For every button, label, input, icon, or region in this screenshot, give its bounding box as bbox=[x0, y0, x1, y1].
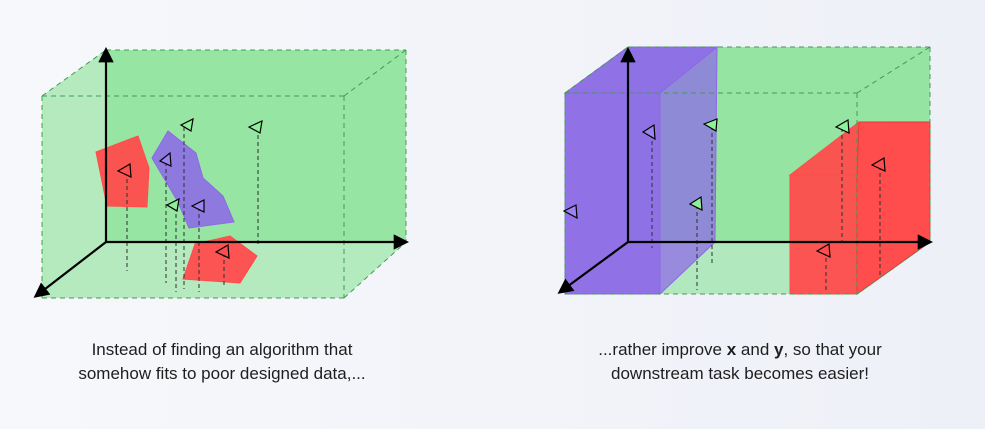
left-feature-space bbox=[33, 46, 410, 299]
left-drop-lines bbox=[126, 127, 259, 292]
right-box-edges bbox=[564, 46, 931, 295]
red-marker bbox=[214, 243, 230, 259]
right-axes bbox=[557, 46, 934, 294]
left-caption-line-2: somehow fits to poor designed data,... bbox=[78, 364, 366, 383]
green-marker bbox=[834, 118, 850, 134]
right-z-axis bbox=[557, 241, 629, 294]
green-marker bbox=[165, 197, 180, 212]
right-caption-text-c: , so that your bbox=[783, 340, 882, 359]
left-red-region-lower bbox=[182, 235, 258, 284]
right-caption-text-b: and bbox=[736, 340, 775, 359]
left-caption: Instead of finding an algorithm that som… bbox=[22, 338, 422, 386]
red-marker bbox=[870, 156, 886, 172]
left-purple-region bbox=[151, 130, 235, 229]
green-marker bbox=[247, 119, 263, 134]
purple-marker bbox=[562, 204, 578, 220]
left-z-axis bbox=[33, 241, 107, 298]
red-marker bbox=[815, 242, 831, 258]
green-marker bbox=[702, 118, 718, 132]
left-box-right-face bbox=[344, 50, 406, 298]
green-marker bbox=[688, 195, 703, 212]
left-box-top-face bbox=[42, 50, 406, 96]
purple-marker bbox=[190, 199, 205, 213]
purple-marker bbox=[641, 123, 656, 141]
purple-marker bbox=[158, 151, 172, 167]
right-caption-line-2: downstream task becomes easier! bbox=[611, 364, 869, 383]
right-feature-space bbox=[557, 45, 934, 296]
right-caption-var-x: x bbox=[726, 340, 737, 359]
right-caption: ...rather improve x and y, so that your … bbox=[540, 338, 940, 386]
right-caption-var-y: y bbox=[774, 340, 784, 359]
left-caption-line-1: Instead of finding an algorithm that bbox=[91, 340, 353, 359]
right-drop-lines bbox=[651, 126, 881, 290]
right-caption-text-a: ...rather improve bbox=[598, 340, 727, 359]
right-purple-slab-front bbox=[564, 92, 661, 295]
right-caption-line-1: ...rather improve x and y, so that your bbox=[540, 338, 940, 362]
red-marker bbox=[116, 162, 132, 178]
left-box-edges bbox=[41, 49, 407, 299]
right-red-block-side bbox=[856, 121, 931, 295]
green-marker bbox=[179, 117, 194, 132]
left-axes bbox=[33, 46, 410, 298]
